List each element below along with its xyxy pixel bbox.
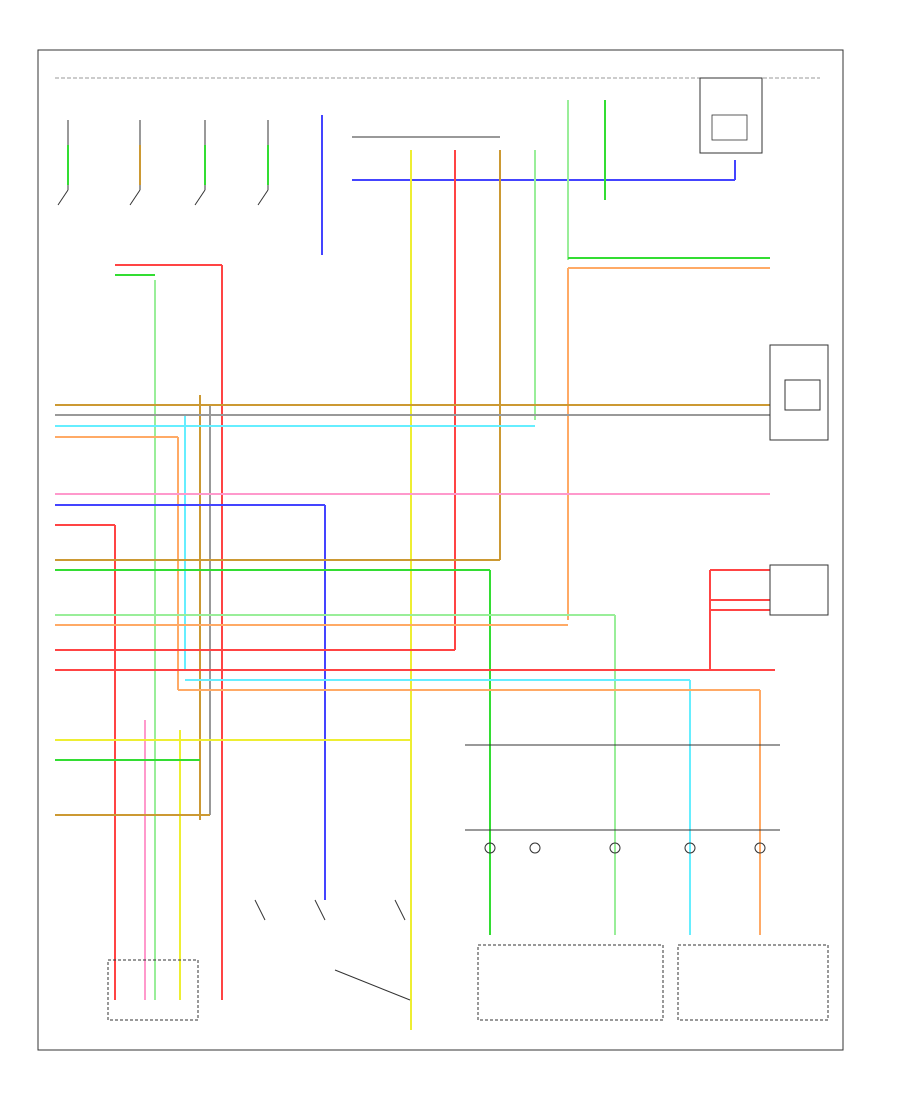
control-box-inner [711,114,748,141]
diagram-frame [37,49,844,1051]
right-components [769,344,829,616]
top-left-wire-colors [67,145,269,185]
control-box [699,77,763,154]
top-left-switches [57,120,269,206]
horizontal-wires [55,257,775,816]
vertical-wires [114,100,761,1030]
switch-module [465,744,829,1021]
lower-left-components [107,899,411,1021]
